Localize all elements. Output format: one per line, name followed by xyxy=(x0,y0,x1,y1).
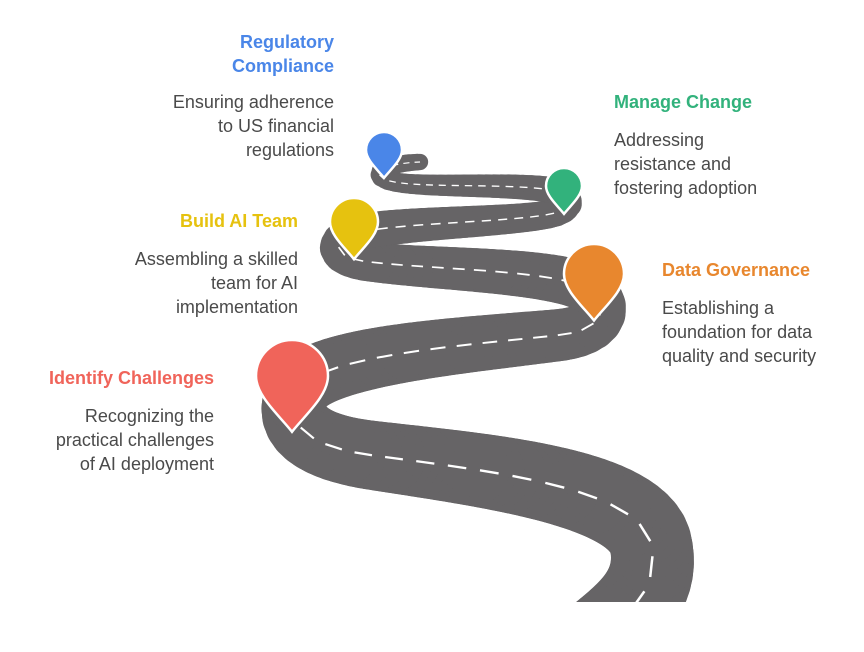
road-dash xyxy=(413,223,424,227)
road-dash xyxy=(545,212,555,216)
map-pin-data-governance-icon xyxy=(562,242,626,323)
road-dash xyxy=(447,464,467,470)
road-segment xyxy=(586,562,678,602)
stage-identify-desc-line: practical challenges xyxy=(55,430,214,450)
stage-identify-title: Identify Challenges xyxy=(48,368,214,388)
road-dash xyxy=(512,474,532,481)
stage-build-team: Build AI Team Assembling a skilled team … xyxy=(78,209,298,319)
stage-build-team-desc-line: implementation xyxy=(175,297,298,317)
road-dash xyxy=(605,620,621,634)
road-dash xyxy=(300,426,315,440)
stage-regulatory: Regulatory Compliance Ensuring adherence… xyxy=(114,30,334,162)
stage-identify: Identify Challenges Recognizing the prac… xyxy=(0,366,214,476)
stage-data-governance-desc-line: quality and security xyxy=(662,346,817,366)
road-dash xyxy=(465,220,475,223)
road-dash xyxy=(539,275,553,280)
road-dash xyxy=(533,187,542,190)
road-dash xyxy=(533,335,548,339)
road-dash xyxy=(403,162,410,165)
road-dash xyxy=(545,481,565,489)
road-dash xyxy=(577,490,598,500)
road-dash xyxy=(448,221,458,224)
road-dash xyxy=(411,264,424,268)
stage-build-team-title: Build AI Team xyxy=(179,211,298,231)
road-dash xyxy=(609,503,629,516)
road-dash xyxy=(473,269,487,272)
road-dash xyxy=(430,222,441,225)
stage-regulatory-title: Regulatory Compliance xyxy=(114,30,334,78)
stage-build-team-desc-line: team for AI xyxy=(210,273,298,293)
map-pin-identify-icon xyxy=(254,338,330,434)
road-dash xyxy=(638,523,652,542)
road-dash xyxy=(456,343,472,347)
road-dash xyxy=(354,451,373,457)
road-dash xyxy=(577,645,593,652)
road-dash xyxy=(517,272,530,276)
road-segment xyxy=(576,588,640,602)
stage-manage-change: Manage Change Addressing resistance and … xyxy=(614,90,834,200)
road-dash xyxy=(325,442,343,451)
stage-identify-desc-line: Recognizing the xyxy=(84,406,214,426)
map-pin-build-team-icon xyxy=(328,196,380,262)
road-dash xyxy=(452,267,465,271)
road-segment xyxy=(578,597,615,602)
road-dash xyxy=(401,182,408,185)
road-dash xyxy=(495,270,508,274)
stage-data-governance-desc-line: foundation for data xyxy=(662,322,813,342)
road-dash xyxy=(389,180,396,183)
road-dash xyxy=(377,227,388,230)
road-dash xyxy=(557,332,572,337)
road-dash xyxy=(507,337,523,342)
road-dash xyxy=(376,353,393,359)
road-dash xyxy=(635,590,646,602)
road-dash xyxy=(479,469,499,475)
road-dash xyxy=(416,460,435,465)
stage-build-team-desc-line: Assembling a skilled xyxy=(134,249,298,269)
road-dash xyxy=(530,215,539,218)
road-dash xyxy=(648,556,654,578)
road-segment xyxy=(577,578,658,602)
stage-data-governance: Data Governance Establishing a foundatio… xyxy=(662,258,862,368)
road-dash xyxy=(391,263,403,266)
road-dash xyxy=(430,346,446,351)
road-dash xyxy=(581,322,594,331)
road-segment xyxy=(579,573,665,602)
road-dash xyxy=(395,225,406,228)
map-pin-regulatory-icon xyxy=(364,130,404,180)
stage-manage-change-desc-line: fostering adoption xyxy=(614,178,758,198)
stage-data-governance-desc-line: Establishing a xyxy=(662,298,775,318)
stage-data-governance-title: Data Governance xyxy=(662,260,811,280)
road-dash xyxy=(371,261,383,265)
road-segment xyxy=(583,568,672,602)
stage-regulatory-title-line: Compliance xyxy=(231,56,334,76)
stage-manage-change-desc-line: Addressing xyxy=(614,130,705,150)
road-dash xyxy=(384,455,404,461)
road-dash xyxy=(403,349,420,355)
road-dash xyxy=(482,340,498,345)
stage-regulatory-desc-line: regulations xyxy=(245,140,334,160)
road-segment xyxy=(576,583,649,602)
stage-regulatory-desc-line: Ensuring adherence xyxy=(172,92,334,112)
stage-identify-desc-line: of AI deployment xyxy=(79,454,214,474)
road-dash xyxy=(431,266,444,269)
road-dash xyxy=(349,359,366,365)
road-segment xyxy=(582,646,591,652)
road-dash xyxy=(498,218,508,221)
road-dash xyxy=(514,217,524,220)
stage-regulatory-title-line: Regulatory xyxy=(239,32,334,52)
stage-regulatory-desc-line: to US financial xyxy=(217,116,334,136)
stage-manage-change-title: Manage Change xyxy=(614,92,753,112)
road-dash xyxy=(481,219,492,222)
road-segment xyxy=(576,593,629,602)
road-dash xyxy=(337,246,346,256)
map-pin-manage-change-icon xyxy=(544,166,584,216)
stage-manage-change-desc-line: resistance and xyxy=(614,154,732,174)
